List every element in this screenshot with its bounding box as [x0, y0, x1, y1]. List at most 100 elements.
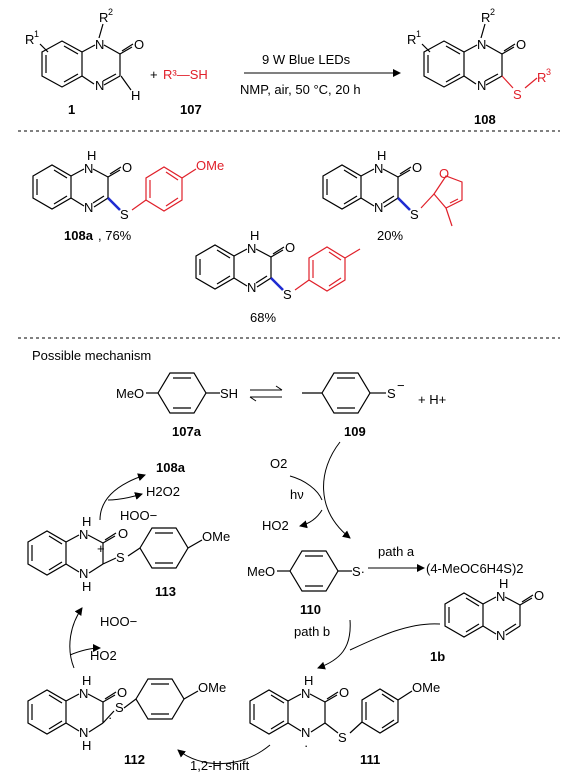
n-label: N: [496, 589, 505, 604]
h-label: H: [250, 228, 259, 243]
disulfide: (4-MeOC6H4S)2: [426, 561, 524, 576]
intermediate-112: N H N H O · S OMe 112: [27, 673, 226, 767]
radical-label: 110: [300, 602, 321, 617]
yield: , 76%: [98, 228, 132, 243]
n-label: N: [79, 527, 88, 542]
h-shift-arrow: [177, 744, 271, 765]
n-label: N: [84, 200, 93, 215]
ho2-label-2: HO2: [90, 648, 117, 663]
compound-108a: N H N O S OMe 108a , 76%: [32, 148, 224, 243]
h-label: H: [131, 88, 140, 103]
hv-label: hν: [290, 487, 304, 502]
s-label: S: [387, 386, 396, 401]
oxidation-arrow-2: [69, 607, 83, 669]
s-radical: S·: [352, 564, 365, 579]
s-label: S: [513, 87, 522, 102]
o2-in-arrow: [289, 475, 323, 501]
r1-label: R: [25, 32, 34, 47]
conditions-top: 9 W Blue LEDs: [262, 52, 351, 67]
n-label: N: [84, 161, 93, 176]
plus-charge: +: [97, 541, 105, 556]
int111-label: 111: [360, 752, 380, 767]
s-label: S: [120, 207, 129, 222]
intermediate-111: N H N · O S OMe 111: [249, 673, 440, 767]
r3-sup: 3: [546, 67, 551, 77]
r1-label: R: [407, 32, 416, 47]
r2-sup: 2: [490, 7, 495, 17]
product-label: 108: [474, 112, 496, 127]
s-label: S: [338, 730, 347, 745]
n-label: N: [301, 725, 310, 740]
r2-label: R: [481, 10, 490, 25]
compound-furan: N H N O S O 20%: [322, 148, 463, 243]
thiol-label: 107: [180, 102, 202, 117]
s-label: S: [283, 287, 292, 302]
s-label: S: [115, 700, 124, 715]
compound-109: S − + H+ 109: [302, 372, 446, 439]
hoo-minus-label: HOO−: [100, 614, 137, 629]
o-label: O: [122, 160, 132, 175]
sm-label: 1: [68, 102, 75, 117]
n-label: N: [247, 280, 256, 295]
o2-label: O2: [270, 456, 287, 471]
n-label: N: [374, 200, 383, 215]
n-label: N: [496, 628, 505, 643]
h-label: H: [377, 148, 386, 163]
compound-label: 108a: [64, 228, 94, 243]
o-label: O: [117, 685, 127, 700]
h-label: H: [499, 576, 508, 591]
r2-sup: 2: [108, 7, 113, 17]
mechanism-heading: Possible mechanism: [32, 348, 151, 363]
compound-1b: N H N O 1b: [430, 576, 544, 664]
sh-label: SH: [220, 386, 238, 401]
compound-107a: MeO SH 107a: [116, 372, 238, 439]
path-b-label: path b: [294, 624, 330, 639]
h-label: H: [82, 579, 91, 594]
n-label: N: [247, 241, 256, 256]
o-label: O: [118, 526, 128, 541]
ome-label: OMe: [412, 680, 440, 695]
meo-label: MeO: [116, 386, 144, 401]
o-label: O: [339, 685, 349, 700]
n-label: N: [374, 161, 383, 176]
int112-label: 112: [124, 752, 145, 767]
o-label: O: [134, 37, 144, 52]
ome-label: OMe: [198, 680, 226, 695]
product-108a: 108a: [156, 460, 186, 475]
ho2-label: HO2: [262, 518, 289, 533]
o-label: O: [516, 37, 526, 52]
h2o2-label: H2O2: [146, 484, 180, 499]
furan-o: O: [439, 166, 449, 181]
ome-label: OMe: [196, 158, 224, 173]
radical-110: MeO S· 110: [247, 550, 365, 617]
final-arrow: [99, 473, 146, 521]
yield: 68%: [250, 310, 276, 325]
hoo-minus-label-2: HOO−: [120, 508, 157, 523]
product-108: N N O S R 3 R 2 R 1 108: [407, 7, 551, 127]
hoo-out-arrow: [69, 644, 101, 656]
n-label: N: [95, 78, 104, 93]
h-label: H: [82, 673, 91, 688]
ho2-out-arrow: [299, 509, 323, 529]
thiol-reagent: R³—SH: [163, 67, 208, 82]
o-label: O: [285, 240, 295, 255]
equilibrium-arrows: [249, 385, 283, 402]
intermediate-113: N H N H O + S OMe 113: [27, 514, 230, 599]
radical-dot: ·: [108, 710, 112, 725]
r1-sup: 1: [34, 29, 39, 39]
shift-label: 1,2-H shift: [190, 758, 250, 773]
plus-sign: +: [150, 67, 158, 82]
minus: −: [397, 378, 405, 393]
s-label: S: [410, 207, 419, 222]
radical-dot: ·: [304, 738, 308, 753]
h-label: H: [304, 673, 313, 688]
r2-label: R: [99, 10, 108, 25]
path-b-in-arrow: [349, 623, 441, 651]
compound-tolyl: N H N O S 68%: [195, 228, 361, 325]
o-label: O: [534, 588, 544, 603]
n-label: N: [95, 37, 104, 52]
path-a-label: path a: [378, 544, 415, 559]
int113-label: 113: [155, 584, 176, 599]
n-label: N: [477, 78, 486, 93]
plus-h: + H+: [418, 392, 446, 407]
